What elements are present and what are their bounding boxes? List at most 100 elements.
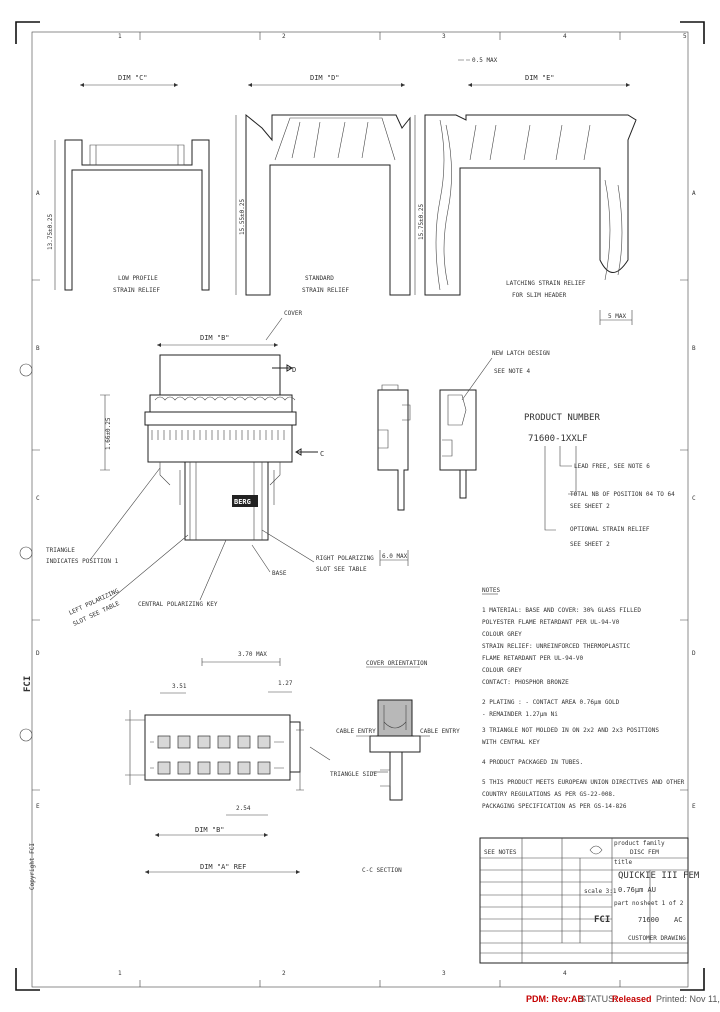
triangle-label: TRIANGLE	[46, 547, 75, 554]
front-height: 1.66±0.25	[105, 417, 112, 450]
base-label: BASE	[272, 570, 287, 577]
revision: AC	[674, 916, 682, 924]
title-block: product family DISC FEM SEE NOTES title …	[479, 837, 700, 964]
cover-orientation: COVER ORIENTATION CABLE ENTRY CABLE ENTR…	[330, 660, 460, 874]
drawing-subtitle: 0.76μm AU	[618, 886, 656, 894]
grid-side-c-right: C	[692, 495, 696, 502]
note-line-15: PACKAGING SPECIFICATION AS PER GS-14-826	[482, 803, 627, 810]
pitch-dim-2: 1.27	[278, 680, 293, 687]
product-family-value: DISC FEM	[630, 849, 659, 856]
grid-top-1: 1	[118, 33, 122, 40]
note-line-2: POLYESTER FLAME RETARDANT PER UL-94-V0	[482, 619, 620, 626]
standard-label2: STRAIN RELIEF	[302, 287, 349, 294]
grid-side-b-right: B	[692, 345, 696, 352]
scale-label: scale 3:1	[584, 888, 617, 895]
latching-label2: FOR SLIM HEADER	[512, 292, 567, 299]
grid-side-b: B	[36, 345, 40, 352]
section-c-label: C	[320, 450, 324, 458]
grid-side-e: E	[36, 803, 40, 810]
notes-heading: NOTES	[482, 587, 500, 594]
note-line-13: 5 THIS PRODUCT MEETS EUROPEAN UNION DIRE…	[482, 779, 685, 786]
title-label: title	[614, 859, 632, 866]
bottom-max-dim: 3.70 MAX	[238, 651, 267, 658]
latching-top-dim: 0.5 MAX	[472, 57, 498, 64]
pitch-dim-1: 3.51	[172, 683, 187, 690]
bottom-view: 3.70 MAX 3.51 1.27 2.54 D	[125, 651, 331, 874]
sheet-frame	[15, 21, 705, 991]
strain-label2: SEE SHEET 2	[570, 541, 610, 548]
note-line-8: 2 PLATING : - CONTACT AREA 0.76μm GOLD	[482, 699, 620, 706]
note-line-11: WITH CENTRAL KEY	[482, 739, 540, 746]
grid-side-d: D	[36, 650, 40, 657]
fci-logo: FCI	[594, 915, 610, 925]
sheet-label: sheet 1 of 2	[640, 900, 684, 907]
standard-height: 15.55±0.25	[239, 198, 246, 235]
latching-label: LATCHING STRAIN RELIEF	[506, 280, 586, 287]
right-polarizing-label2: SLOT SEE TABLE	[316, 566, 367, 573]
berg-logo-plate	[232, 495, 258, 507]
grid-side-c: C	[36, 495, 40, 502]
note-line-9: - REMAINDER 1.27μm Ni	[482, 711, 558, 718]
note-line-4: STRAIN RELIEF: UNREINFORCED THERMOPLASTI…	[482, 643, 630, 650]
side-fci-logo: FCI	[23, 676, 33, 692]
c-c-section-label: C-C SECTION	[362, 867, 402, 874]
pitch-dim-3: 2.54	[236, 805, 251, 812]
low-profile-view: DIM "C" 13.75±0.25 LOW PROFILE STRAIN RE…	[47, 74, 210, 294]
grid-bottom-2: 2	[282, 970, 286, 977]
bottom-dim-b: DIM "B"	[195, 826, 225, 834]
pin-row-top	[157, 735, 271, 749]
note-line-12: 4 PRODUCT PACKAGED IN TUBES.	[482, 759, 583, 766]
front-dim-b: DIM "B"	[200, 334, 230, 342]
product-family-label: product family	[614, 840, 665, 847]
part-label: part no	[614, 900, 640, 907]
latch-note: SEE NOTE 4	[494, 368, 531, 375]
pdm-revision: PDM: Rev:AB	[526, 994, 585, 1004]
latching-side-dim: 5 MAX	[608, 313, 626, 320]
drawing-type: CUSTOMER DRAWING	[628, 935, 686, 942]
note-line-5: FLAME RETARDANT PER UL-94-V0	[482, 655, 584, 662]
front-view: DIM "B" COVER BERG D C 1.66±0.25 TRIANGL…	[46, 310, 374, 628]
status-value: Released	[612, 994, 652, 1004]
standard-dim: DIM "D"	[310, 74, 340, 82]
grid-bottom-1: 1	[118, 970, 122, 977]
low-profile-dim: DIM "C"	[118, 74, 148, 82]
projection-symbol	[589, 845, 603, 855]
grid-top-3: 3	[442, 33, 446, 40]
standard-label: STANDARD	[305, 275, 334, 282]
low-profile-label: LOW PROFILE	[118, 275, 158, 282]
product-number-code: 71600-1XXLF	[528, 434, 588, 444]
cover-label: COVER	[284, 310, 302, 317]
central-key-label: CENTRAL POLARIZING KEY	[138, 601, 218, 608]
grid-side-d-right: D	[692, 650, 696, 657]
grid-bottom-3: 3	[442, 970, 446, 977]
grid-side-e-right: E	[692, 803, 696, 810]
part-number: 71600	[638, 916, 659, 924]
side-view: 6.0 MAX NEW LATCH DESIGN SEE NOTE 4	[377, 350, 550, 566]
grid-side-a: A	[36, 190, 40, 197]
cover-section-block	[377, 699, 413, 737]
cable-entry-right: CABLE ENTRY	[420, 728, 460, 735]
side-copyright: Copyright FCI	[29, 843, 36, 890]
grid-bottom-4: 4	[563, 970, 567, 977]
standard-view: DIM "D" 15.55±0.25 STANDARD STRAIN RELIE…	[235, 74, 411, 296]
berg-logo: BERG	[234, 498, 251, 506]
latch-label: NEW LATCH DESIGN	[492, 350, 550, 357]
cable-entry-left: CABLE ENTRY	[336, 728, 376, 735]
product-number: PRODUCT NUMBER 71600-1XXLF LEAD FREE, SE…	[524, 413, 675, 548]
grid-labels: 1 2 3 4 5 1 2 3 4 A B C D E A B C D E	[36, 33, 696, 977]
status-label: STATUS:	[580, 994, 617, 1004]
note-line-6: COLOUR GREY	[482, 667, 522, 674]
printed-date: Printed: Nov 11, 2011	[656, 994, 720, 1004]
see-notes-label: SEE NOTES	[484, 849, 517, 856]
right-polarizing-label: RIGHT POLARIZING	[316, 555, 374, 562]
grid-top-4: 4	[563, 33, 567, 40]
note-line-7: CONTACT: PHOSPHOR BRONZE	[482, 679, 569, 686]
side-max-dim: 6.0 MAX	[382, 553, 408, 560]
triangle-side-label: TRIANGLE SIDE	[330, 771, 377, 778]
product-number-title: PRODUCT NUMBER	[524, 413, 600, 423]
latching-view: DIM "E" 0.5 MAX 15.75±0.25 5 MAX LATCHIN…	[414, 57, 637, 325]
notes: NOTES 1 MATERIAL: BASE AND COVER: 30% GL…	[482, 587, 685, 810]
cover-orientation-title: COVER ORIENTATION	[366, 660, 428, 667]
latching-dim: DIM "E"	[525, 74, 555, 82]
left-margin: FCI Copyright FCI	[19, 363, 36, 890]
